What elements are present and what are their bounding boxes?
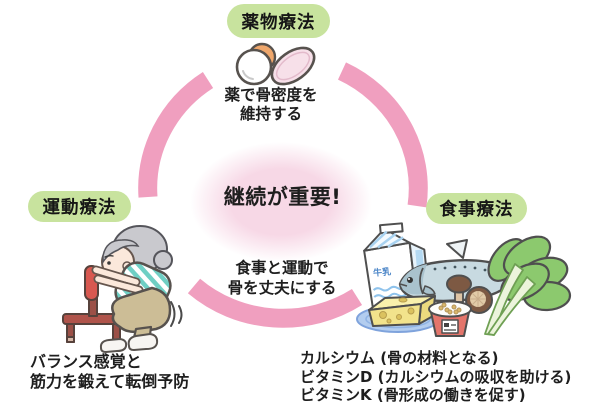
greens-stem bbox=[487, 276, 536, 336]
center-subtitle-line: 骨を丈夫にする bbox=[227, 278, 337, 297]
natto-label-mark bbox=[444, 323, 449, 327]
badge-drug-therapy: 薬物療法 bbox=[227, 4, 330, 38]
fish-eye bbox=[407, 277, 413, 283]
nutrient-line-vitamin-k: ビタミンK (骨形成の働きを促す) bbox=[300, 386, 526, 404]
pills-icon bbox=[235, 42, 316, 86]
white-tablet-icon bbox=[235, 48, 273, 86]
badge-drug-therapy-label: 薬物療法 bbox=[241, 12, 316, 33]
white-tablet-highlight bbox=[242, 70, 254, 80]
nutrient-line-vitamin-d: ビタミンD (カルシウムの吸収を助ける) bbox=[300, 367, 572, 386]
woman-pants bbox=[111, 286, 172, 334]
mushroom-gill-lines bbox=[470, 291, 486, 307]
woman-figure bbox=[91, 225, 183, 354]
drug-therapy-description: 薬で骨密度を 維持する bbox=[196, 86, 346, 124]
ring-arc-bottom bbox=[187, 278, 363, 328]
mushroom-cap bbox=[446, 274, 472, 294]
woman-hair-fringe bbox=[102, 239, 140, 265]
cheese-plate-illustration bbox=[356, 295, 440, 333]
nutrient-line-calcium: カルシウム (骨の材料となる) bbox=[300, 349, 499, 367]
center-highlight-blob bbox=[190, 142, 372, 262]
ring-arc-left bbox=[138, 71, 214, 198]
foods-icon: 牛乳 bbox=[356, 222, 572, 337]
fish-gill bbox=[419, 267, 424, 295]
badge-exercise-therapy: 運動療法 bbox=[28, 191, 131, 222]
diet-therapy-nutrients: カルシウム (骨の材料となる) ビタミンD (カルシウムの吸収を助ける) ビタミ… bbox=[300, 349, 571, 405]
motion-lines bbox=[170, 301, 183, 327]
cheese-holes bbox=[379, 297, 415, 324]
center-subtitle-line: 食事と運動で bbox=[235, 259, 329, 277]
woman-hair-bun bbox=[153, 250, 173, 270]
ring-arc-right bbox=[337, 62, 428, 208]
drug-description-line: 薬で骨密度を bbox=[224, 86, 318, 104]
badge-diet-therapy: 食事療法 bbox=[426, 193, 527, 224]
fish-pectoral-fin bbox=[422, 285, 436, 296]
woman-arms bbox=[91, 265, 144, 295]
natto-beans bbox=[438, 302, 462, 315]
mushrooms-illustration bbox=[446, 274, 493, 314]
center-subtitle: 食事と運動で 骨を丈夫にする bbox=[192, 259, 372, 298]
milk-carton-label: 牛乳 bbox=[373, 265, 392, 279]
drug-description-line: 維持する bbox=[239, 105, 302, 123]
exercise-caption-line: 筋力を鍛えて転倒予防 bbox=[30, 371, 190, 391]
chair-front-leg-cap bbox=[66, 336, 75, 343]
center-headline: 継続が重要! bbox=[223, 185, 342, 209]
woman-eyebrow bbox=[104, 254, 114, 258]
badge-diet-therapy-label: 食事療法 bbox=[439, 200, 514, 220]
fish-mouth bbox=[399, 283, 408, 287]
carton-ridge bbox=[378, 222, 404, 235]
exercise-caption-line: バランス感覚と bbox=[30, 352, 142, 371]
badge-exercise-therapy-label: 運動療法 bbox=[42, 198, 117, 218]
leafy-greens-illustration bbox=[484, 235, 572, 336]
senior-squat-icon bbox=[62, 225, 183, 354]
woman-eye bbox=[107, 261, 111, 265]
carton-gable-stripes bbox=[369, 230, 404, 249]
woman-front-shoe bbox=[99, 337, 128, 354]
natto-cup-top bbox=[428, 300, 472, 318]
natto-cup-illustration bbox=[428, 300, 472, 337]
natto-label-lines bbox=[444, 324, 456, 331]
fish-eye-highlight bbox=[408, 278, 410, 280]
fish-back-dots bbox=[433, 265, 487, 272]
woman-rear-shoe bbox=[127, 332, 159, 352]
exercise-therapy-caption: バランス感覚と 筋力を鍛えて転倒予防 bbox=[30, 352, 189, 391]
fish-dorsal-fin bbox=[446, 239, 468, 259]
carton-wave-lines bbox=[372, 285, 407, 299]
capsule-icon bbox=[270, 46, 316, 86]
